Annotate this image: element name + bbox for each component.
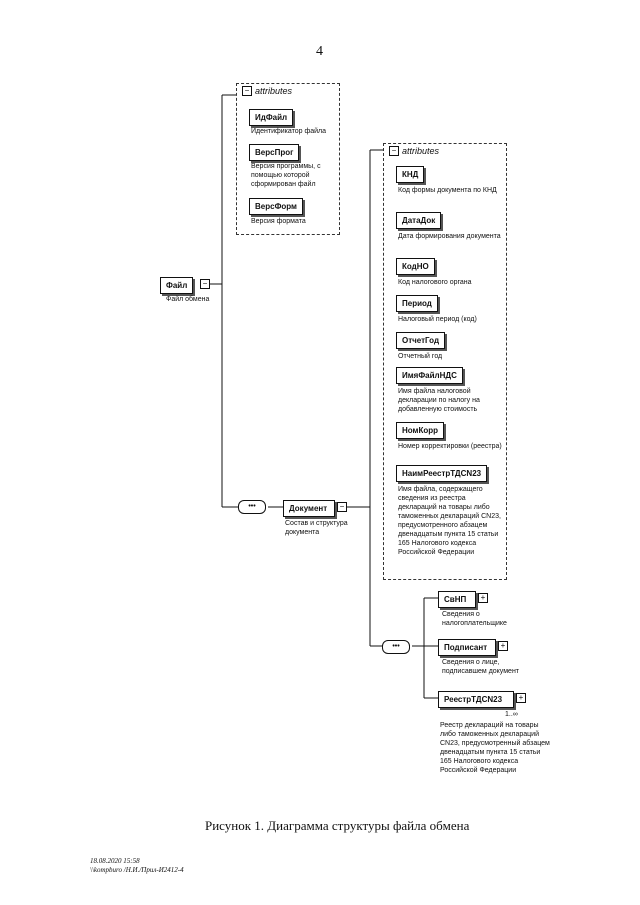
expand-icon[interactable]: + xyxy=(478,593,488,603)
attr-desc-datadok: Дата формирования документа xyxy=(398,233,501,240)
child-node-podpisant[interactable]: Подписант xyxy=(438,639,496,656)
footer-line2: \\kompburo /Н.И./Прил-И2412-4 xyxy=(90,866,184,874)
page-number: 4 xyxy=(316,44,323,59)
document-desc: Состав и структура документа xyxy=(285,520,348,536)
sequence-icon: ••• xyxy=(238,500,266,514)
attr-node-idfile[interactable]: ИдФайл xyxy=(249,109,294,126)
sequence-icon: ••• xyxy=(382,640,410,654)
document-attributes-panel: − attributes КНД Код формы документа по … xyxy=(383,143,507,580)
attr-desc-versform: Версия формата xyxy=(251,218,306,225)
root-desc: Файл обмена xyxy=(166,296,210,303)
attr-desc-knd: Код формы документа по КНД xyxy=(398,187,497,194)
attr-desc-naimreestr: Имя файла, содержащего сведения из реест… xyxy=(398,486,501,556)
attr-node-kodno[interactable]: КодНО xyxy=(396,258,435,275)
child-desc-podpisant: Сведения о лице, подписавшем документ xyxy=(442,659,520,675)
attr-desc-versprog: Версия программы, с помощью которой сфор… xyxy=(251,163,321,188)
child-desc-svnp: Сведения о налогоплательщике xyxy=(442,611,507,627)
attr-node-imyafaylnds[interactable]: ИмяФайлНДС xyxy=(396,367,463,384)
attr-node-versprog[interactable]: ВерсПрог xyxy=(249,144,300,161)
attr-desc-imyafaylnds: Имя файла налоговой декларации по налогу… xyxy=(398,388,480,413)
attr-node-naimreestr[interactable]: НаимРеестрТДCN23 xyxy=(396,465,488,482)
attr-desc-nomkorr: Номер корректировки (реестра) xyxy=(398,443,502,450)
expand-icon[interactable]: + xyxy=(498,641,508,651)
attr-node-versform[interactable]: ВерсФорм xyxy=(249,198,303,215)
footer: 18.08.2020 15:58 \\kompburo /Н.И./Прил-И… xyxy=(90,857,184,875)
root-attributes-panel: − attributes ИдФайл Идентификатор файла … xyxy=(236,83,340,235)
expand-icon[interactable]: − xyxy=(337,502,347,512)
figure-caption: Рисунок 1. Диаграмма структуры файла обм… xyxy=(205,818,470,833)
attr-desc-period: Налоговый период (код) xyxy=(398,316,477,323)
attr-desc-otchetgod: Отчетный год xyxy=(398,353,443,360)
footer-line1: 18.08.2020 15:58 xyxy=(90,857,140,865)
root-node[interactable]: Файл xyxy=(160,277,194,294)
root-attributes-header: − attributes xyxy=(242,86,292,96)
attr-desc-kodno: Код налогового органа xyxy=(398,279,472,286)
expand-icon[interactable]: + xyxy=(516,693,526,703)
child-node-svnp[interactable]: СвНП xyxy=(438,591,476,608)
multiplicity-label: 1..∞ xyxy=(505,711,518,718)
attr-node-otchetgod[interactable]: ОтчетГод xyxy=(396,332,446,349)
document-node[interactable]: Документ xyxy=(283,500,335,517)
child-desc-reestrtd: Реестр деклараций на товары либо таможен… xyxy=(440,722,550,774)
collapse-icon[interactable]: − xyxy=(242,86,252,96)
attr-node-period[interactable]: Период xyxy=(396,295,438,312)
attr-node-knd[interactable]: КНД xyxy=(396,166,425,183)
attr-node-datadok[interactable]: ДатаДок xyxy=(396,212,442,229)
collapse-icon[interactable]: − xyxy=(389,146,399,156)
attr-desc-idfile: Идентификатор файла xyxy=(251,128,327,135)
attr-node-nomkorr[interactable]: НомКорр xyxy=(396,422,445,439)
expand-icon[interactable]: − xyxy=(200,279,210,289)
document-attributes-header: − attributes xyxy=(389,146,439,156)
child-node-reestrtd[interactable]: РеестрТДCN23 xyxy=(438,691,514,708)
